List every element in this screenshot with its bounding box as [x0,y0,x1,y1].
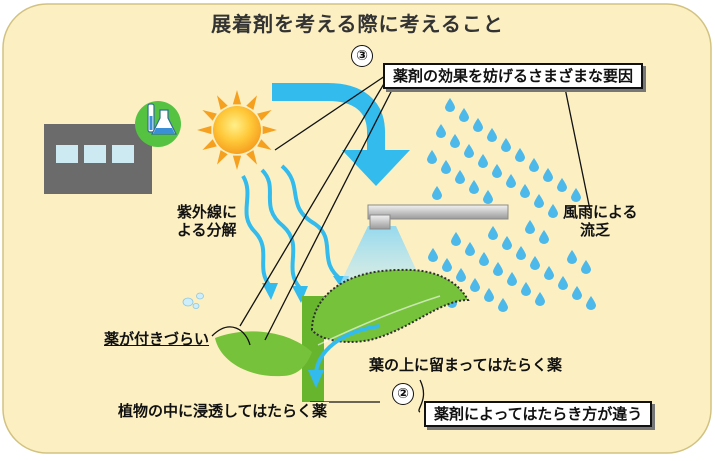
sun-ray [202,110,217,121]
diagram-title: 展着剤を考える際に考えること [211,12,504,36]
flask-icon [135,101,181,147]
penetrate-label: 植物の中に浸透してはたらく薬 [116,402,329,420]
penetration-arrow-icon [308,324,381,388]
background-frame [2,3,712,454]
factory-icon [44,124,152,194]
sun-ray [232,90,242,105]
hard-to-stick-label: 薬が付きづらい [104,330,210,348]
uv-label-line1: 紫外線に [177,203,238,221]
sun-ray [217,150,228,165]
sun-ray [217,95,228,110]
sun-ray [262,125,277,135]
sun-ray [202,139,217,150]
sun-ray [197,125,212,135]
on-leaf-label: 葉の上に留まってはたらく薬 [367,356,565,374]
uv-label-line2: よる分解 [177,221,237,239]
sun-icon [197,90,277,170]
callout-2-box: 薬剤によってはたらき方が違う [424,401,653,427]
small-droplets-icon [182,292,204,309]
sun-ray [232,155,242,170]
rain-label-line2: 流乏 [580,221,611,239]
callout-3-box: 薬剤の効果を妨げるさまざまな要因 [383,63,644,89]
callout-lines [211,75,591,413]
sun-ray [257,110,272,121]
sun-ray [246,95,257,110]
sun-ray [246,150,257,165]
callout-2-number: ② [392,383,414,405]
callout-3-number: ③ [351,45,373,67]
curved-arrow-icon [272,83,410,186]
plant-icon [215,268,470,406]
sun-ray [257,139,272,150]
rain-label-line1: 風雨による [563,203,638,221]
uv-arrows-icon [241,164,344,290]
